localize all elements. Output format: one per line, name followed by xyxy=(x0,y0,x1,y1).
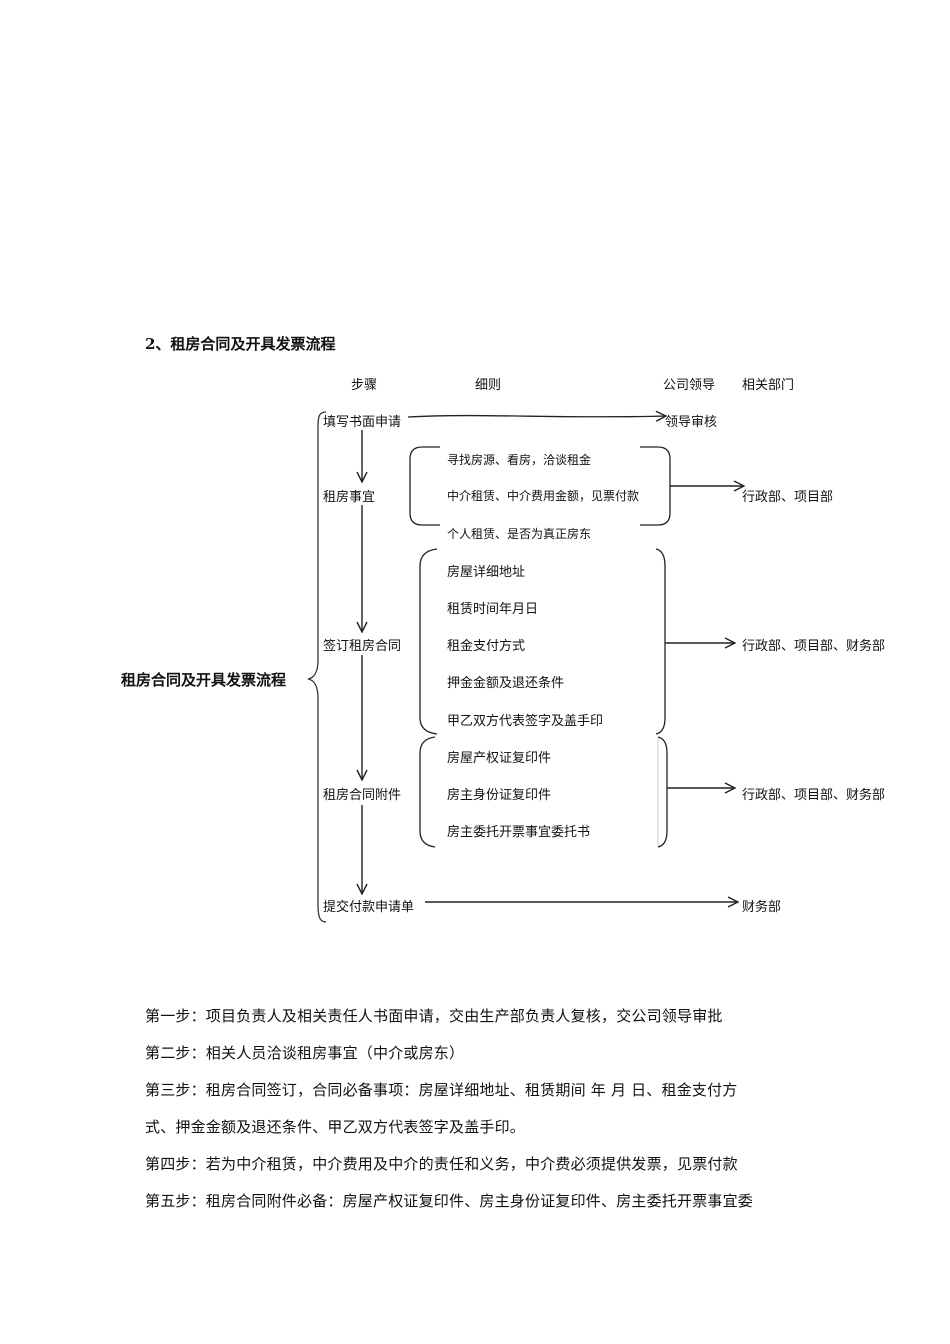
paragraph-line: 第五步：租房合同附件必备：房屋产权证复印件、房主身份证复印件、房主委托开票事宜委 xyxy=(145,1192,754,1210)
step-1-label: 填写书面申请 xyxy=(323,415,402,430)
step-2-detail: 中介租赁、中介费用金额，见票付款 xyxy=(447,489,640,503)
step-3-detail: 押金金额及退还条件 xyxy=(447,676,565,691)
step-4-detail: 房屋产权证复印件 xyxy=(447,751,552,766)
header-details: 细则 xyxy=(475,378,502,393)
step-5-label: 提交付款申请单 xyxy=(323,900,415,915)
paragraph-line: 第三步：租房合同签订，合同必备事项：房屋详细地址、租赁期间 年 月 日、租金支付… xyxy=(145,1081,738,1099)
main-bracket xyxy=(307,411,327,923)
step-4-label: 租房合同附件 xyxy=(323,788,402,803)
bracket-step3-right xyxy=(655,548,666,735)
step-3-detail: 租金支付方式 xyxy=(447,639,526,654)
side-title: 租房合同及开具发票流程 xyxy=(121,671,287,689)
paragraph-line: 第四步：若为中介租赁，中介费用及中介的责任和义务，中介费必须提供发票，见票付款 xyxy=(145,1155,738,1173)
paragraph-line: 式、押金金额及退还条件、甲乙双方代表签字及盖手印。 xyxy=(145,1118,526,1136)
step-2-detail: 个人租赁、是否为真正房东 xyxy=(447,527,592,541)
header-leader: 公司领导 xyxy=(663,378,716,393)
bracket-step2 xyxy=(409,446,440,526)
step-3-label: 签订租房合同 xyxy=(323,639,402,654)
step-2-label: 租房事宜 xyxy=(323,490,376,505)
bracket-step4-right xyxy=(657,736,668,848)
header-departments: 相关部门 xyxy=(742,378,795,393)
step-5-department: 财务部 xyxy=(742,900,782,915)
step-3-detail: 租赁时间年月日 xyxy=(447,602,539,617)
step-3-detail: 房屋详细地址 xyxy=(447,565,526,580)
bracket-step4-left xyxy=(419,736,436,848)
step-3-department: 行政部、项目部、财务部 xyxy=(742,639,886,654)
paragraph-line: 第一步：项目负责人及相关责任人书面申请，交由生产部负责人复核，交公司领导审批 xyxy=(145,1007,723,1025)
bracket-step3-left xyxy=(419,548,438,735)
step-4-detail: 房主身份证复印件 xyxy=(447,788,552,803)
leader-review-label: 领导审核 xyxy=(665,415,718,430)
section-title: 2、租房合同及开具发票流程 xyxy=(145,335,336,353)
step-4-department: 行政部、项目部、财务部 xyxy=(742,788,886,803)
paragraph-line: 第二步：相关人员洽谈租房事宜（中介或房东） xyxy=(145,1044,465,1062)
h-arrow-leader xyxy=(407,416,666,417)
step-4-detail: 房主委托开票事宜委托书 xyxy=(447,825,591,840)
step-2-department: 行政部、项目部 xyxy=(742,490,834,505)
header-steps: 步骤 xyxy=(351,378,378,393)
step-3-detail: 甲乙双方代表签字及盖手印 xyxy=(447,714,604,729)
step-2-detail: 寻找房源、看房，洽谈租金 xyxy=(447,453,592,467)
